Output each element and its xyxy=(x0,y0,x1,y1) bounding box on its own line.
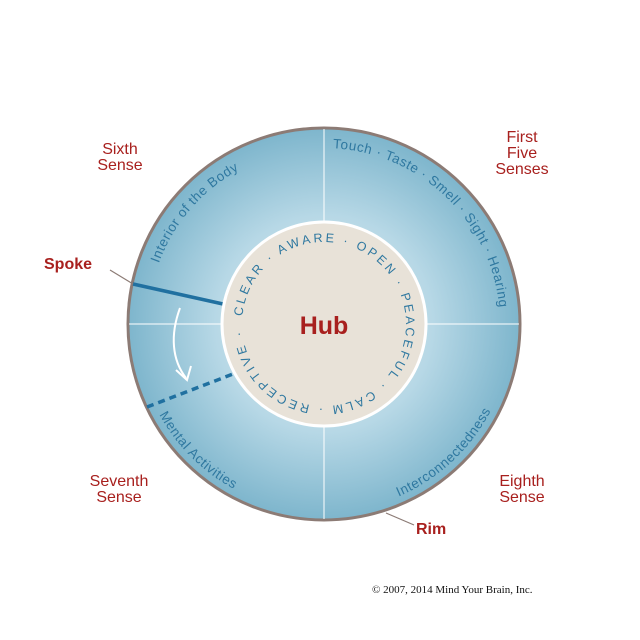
label-line: Sense xyxy=(499,489,545,506)
arrowhead-icon xyxy=(175,365,192,382)
label-rim: Rim xyxy=(416,521,447,538)
spoke-solid xyxy=(132,282,224,306)
hub xyxy=(220,220,428,428)
label-spoke: Spoke xyxy=(44,256,93,273)
label-line: First xyxy=(506,129,538,146)
label-eighth-sense: Eighth Sense xyxy=(482,474,562,506)
rim-leader xyxy=(385,512,415,526)
arrow-icon xyxy=(172,307,187,379)
copyright: © 2007, 2014 Mind Your Brain, Inc. xyxy=(372,584,533,596)
label-line: Sense xyxy=(96,489,142,506)
label-line: Seventh xyxy=(89,473,149,490)
label-line: Five xyxy=(506,145,538,162)
label-seventh-sense: Seventh Sense xyxy=(78,474,160,506)
spoke-leader xyxy=(109,269,134,285)
spoke-dashed xyxy=(146,372,234,409)
label-line: Senses xyxy=(495,161,549,178)
hub-title: Hub xyxy=(300,312,349,340)
label-first-five-senses: First Five Senses xyxy=(482,130,562,178)
label-line: Sixth xyxy=(102,141,138,158)
label-sixth-sense: Sixth Sense xyxy=(80,142,160,174)
label-line: Sense xyxy=(97,157,143,174)
label-line: Eighth xyxy=(499,473,545,490)
